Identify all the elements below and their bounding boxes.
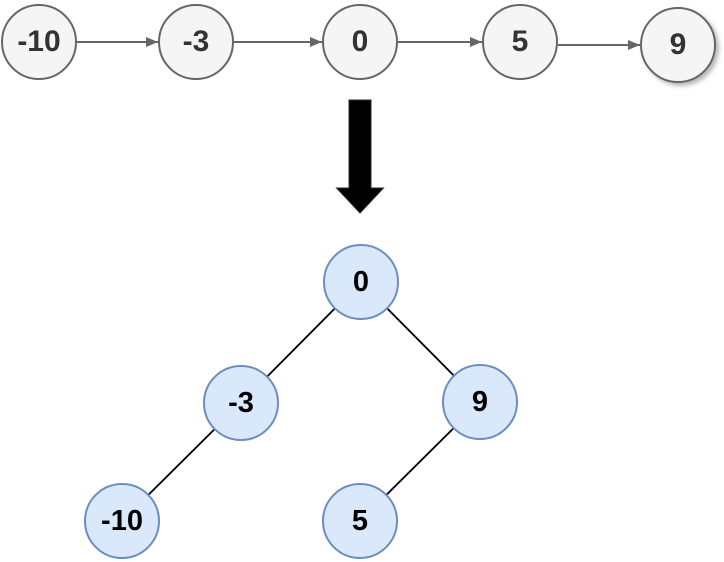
list-node: -3 (158, 4, 234, 80)
tree-node: 9 (442, 364, 518, 440)
list-node: 5 (482, 4, 558, 80)
tree-node: 5 (322, 483, 398, 559)
list-node: 0 (322, 4, 398, 80)
list-node: 9 (640, 7, 716, 83)
down-arrow-icon (335, 99, 385, 214)
tree-node: -10 (84, 483, 160, 559)
tree-node: 0 (323, 244, 399, 320)
list-node: -10 (1, 4, 77, 80)
tree-node: -3 (203, 365, 279, 441)
